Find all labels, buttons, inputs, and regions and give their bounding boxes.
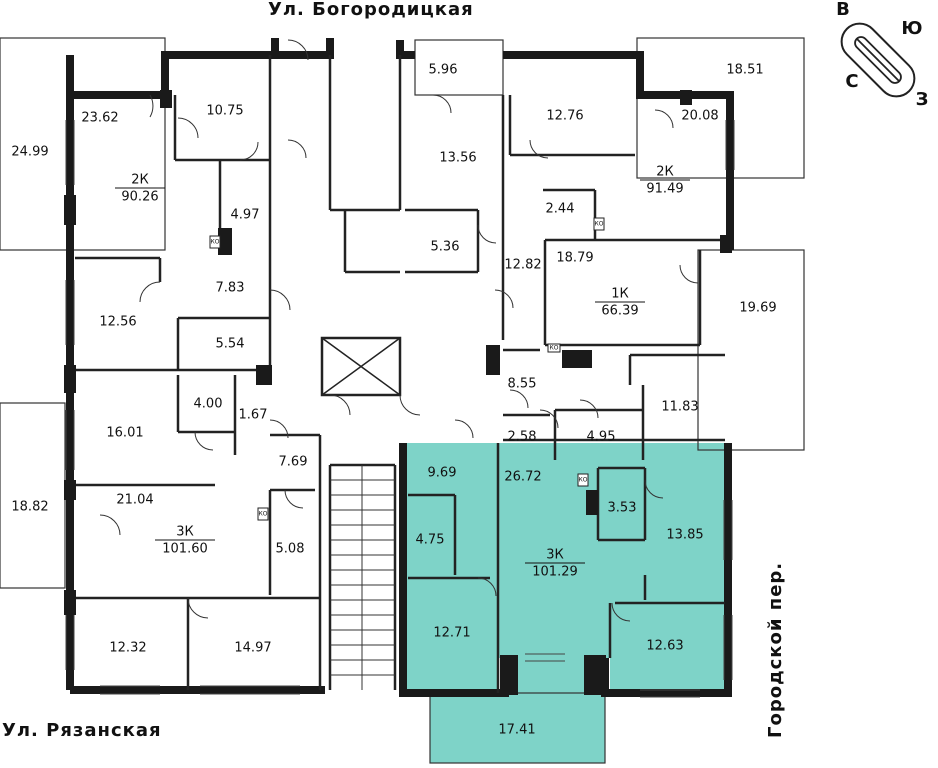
room-area: 2.44 [546, 202, 575, 217]
room-area: 18.51 [726, 63, 763, 78]
apartment-type: 2К [131, 173, 149, 188]
room-area: 14.97 [234, 641, 271, 656]
ko-markers: КО КО КО КО КО [209, 217, 605, 521]
ko-label: КО [259, 511, 268, 518]
room-area: 4.95 [587, 430, 616, 445]
apartment-area: 101.29 [532, 565, 578, 580]
room-area: 4.00 [194, 397, 223, 412]
wall-columns [64, 90, 732, 695]
room-area: 4.75 [416, 533, 445, 548]
room-area: 7.69 [279, 455, 308, 470]
windows [65, 120, 735, 698]
room-area: 21.04 [116, 493, 153, 508]
apartment-labels: 2К 90.26 2К 91.49 1К 66.39 3К 101.60 3К … [115, 165, 690, 580]
ko-label: КО [579, 477, 588, 484]
apartment-type: 2К [656, 165, 674, 180]
room-area: 16.01 [106, 426, 143, 441]
room-area: 12.56 [99, 315, 136, 330]
apartment-area: 90.26 [121, 190, 158, 205]
apartment-area: 66.39 [601, 304, 638, 319]
elevator [321, 337, 401, 396]
room-area: 8.55 [508, 377, 537, 392]
selected-apartment-fill [403, 443, 728, 763]
apartment-type: 1К [611, 287, 629, 302]
street-bottom: Ул. Рязанская [2, 720, 162, 741]
apartment-type: 3К [546, 548, 564, 563]
room-area: 7.83 [216, 281, 245, 296]
room-area: 10.75 [206, 104, 243, 119]
compass-south: Ю [901, 18, 922, 39]
room-area: 12.32 [109, 641, 146, 656]
apartment-type: 3К [176, 525, 194, 540]
room-area: 9.69 [428, 466, 457, 481]
compass-west: З [916, 89, 929, 110]
apartment-area: 101.60 [162, 542, 208, 557]
room-area: 19.69 [739, 301, 776, 316]
room-area: 18.79 [556, 251, 593, 266]
room-area: 5.54 [216, 337, 245, 352]
room-area: 5.08 [276, 542, 305, 557]
ko-label: КО [595, 221, 604, 228]
ko-label: КО [550, 345, 559, 352]
room-area: 5.96 [429, 63, 458, 78]
room-area: 5.36 [431, 240, 460, 255]
room-area: 12.71 [433, 626, 470, 641]
room-area: 12.82 [504, 258, 541, 273]
compass-north: С [845, 71, 858, 92]
room-area: 13.56 [439, 151, 476, 166]
street-top: Ул. Богородицкая [268, 0, 474, 20]
room-area: 13.85 [666, 528, 703, 543]
doors [99, 39, 699, 622]
room-area: 3.53 [608, 501, 637, 516]
room-area: 11.83 [661, 400, 698, 415]
room-area: 18.82 [11, 500, 48, 515]
compass-east: В [836, 0, 850, 20]
room-labels: 24.99 23.62 10.75 4.97 12.56 7.83 5.54 1… [11, 63, 776, 738]
staircase [330, 465, 395, 690]
room-area: 1.67 [239, 408, 268, 423]
room-area: 2.58 [508, 430, 537, 445]
apartment-area: 91.49 [646, 182, 683, 197]
room-area: 26.72 [504, 470, 541, 485]
compass [840, 22, 916, 98]
room-area: 12.76 [546, 109, 583, 124]
room-area: 17.41 [498, 723, 535, 738]
compass-ring [840, 22, 916, 98]
street-right: Городской пер. [765, 562, 786, 738]
room-area: 20.08 [681, 109, 718, 124]
ko-label: КО [211, 239, 220, 246]
room-area: 24.99 [11, 145, 48, 160]
room-area: 12.63 [646, 639, 683, 654]
room-area: 4.97 [231, 208, 260, 223]
room-area: 23.62 [81, 111, 118, 126]
